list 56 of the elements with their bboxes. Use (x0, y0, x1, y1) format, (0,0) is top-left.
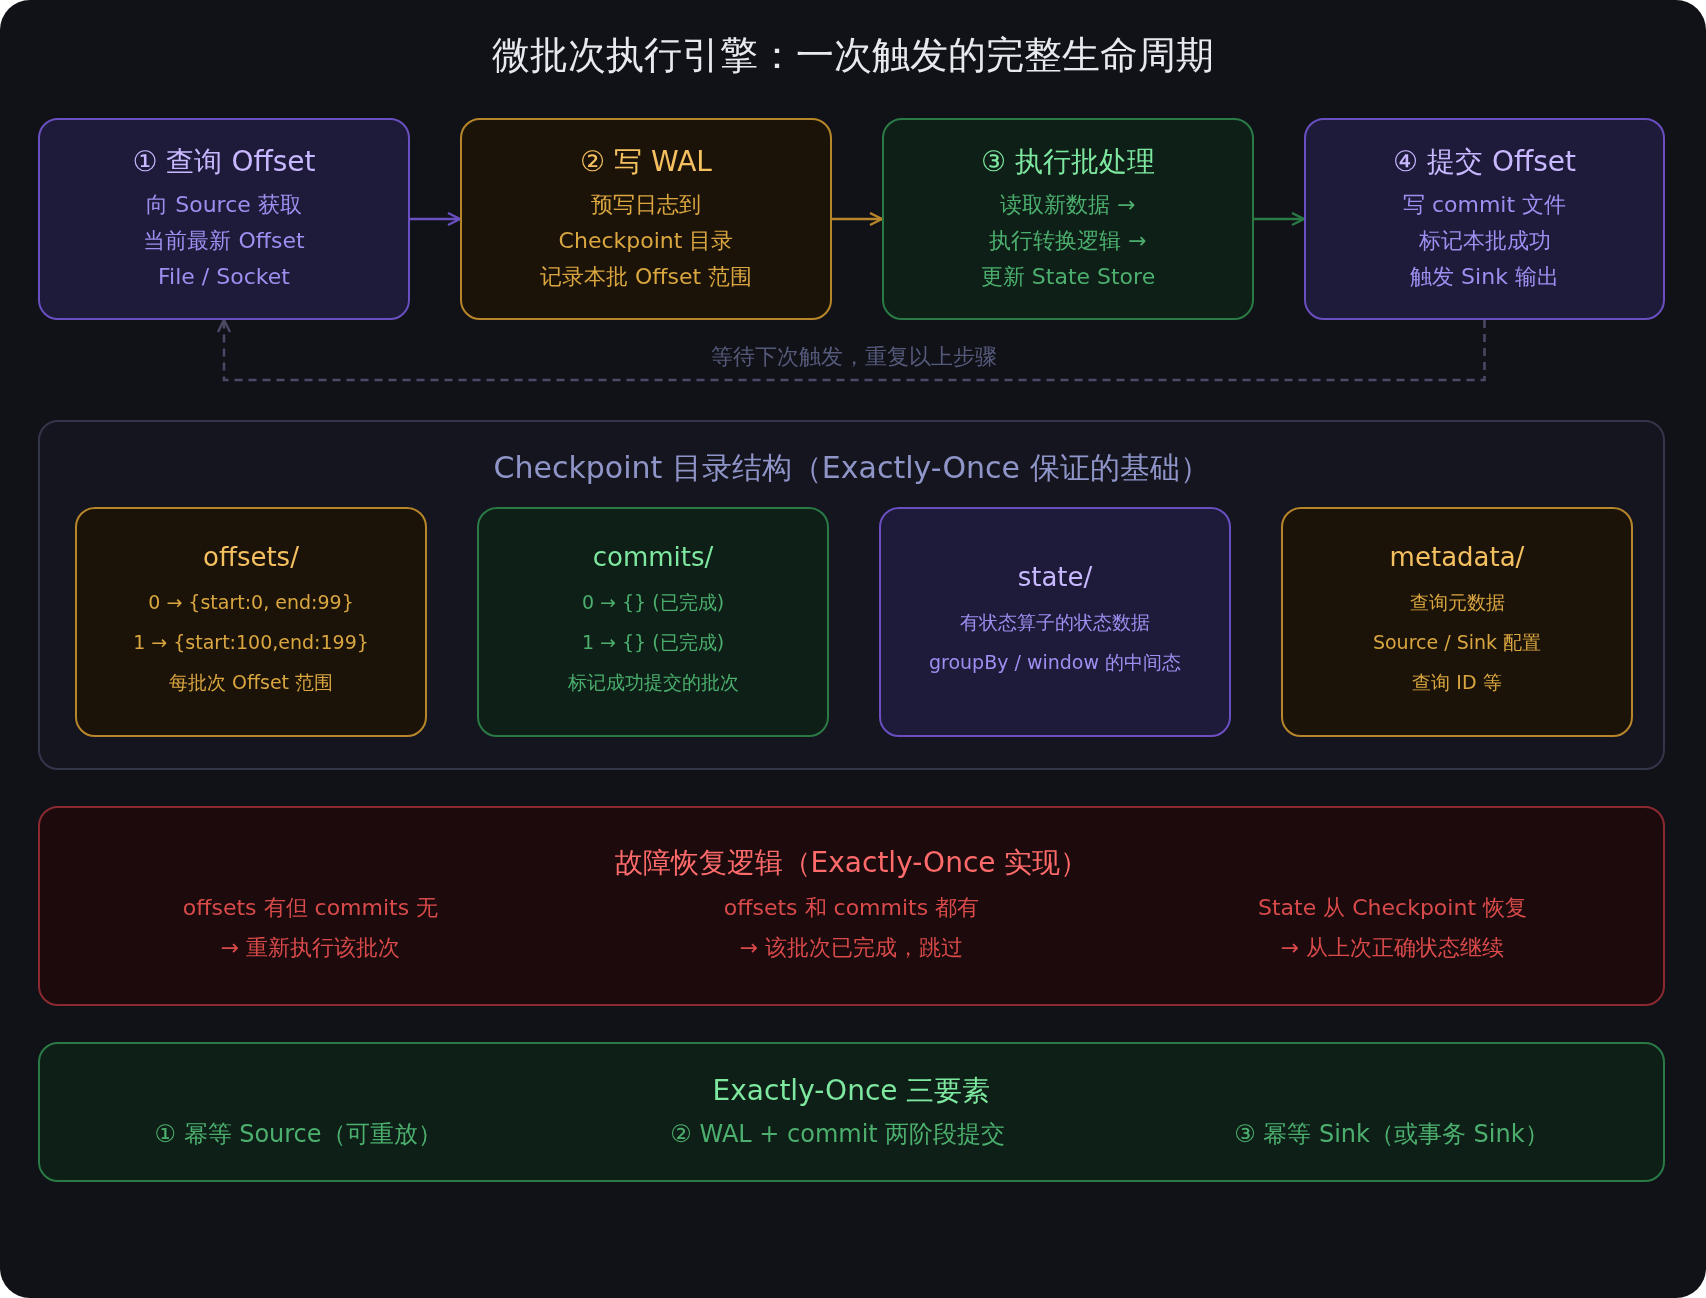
node-text: ③ 幂等 Sink（或事务 Sink） (1234, 1119, 1549, 1150)
node-text: Checkpoint 目录 (558, 227, 734, 255)
arrow (216, 318, 1486, 382)
node-title: ② 写 WAL (580, 144, 712, 180)
node-text: ① 幂等 Source（可重放） (154, 1119, 442, 1150)
node-title: ① 查询 Offset (132, 144, 316, 180)
node-text: 当前最新 Offset (143, 227, 305, 255)
node-text: 写 commit 文件 (1402, 191, 1567, 219)
folder-card (1281, 507, 1633, 737)
node-title: Checkpoint 目录结构（Exactly-Once 保证的基础） (493, 449, 1210, 487)
folder-card (879, 507, 1231, 737)
arrow (1254, 211, 1306, 227)
node-title: commits/ (592, 542, 714, 572)
arrow (832, 211, 884, 227)
node-text: offsets 有但 commits 无 → 重新执行该批次 (181, 894, 440, 962)
node-text: 记录本批 Offset 范围 (539, 263, 753, 291)
node-text: 向 Source 获取 (146, 191, 302, 219)
group-panel (38, 420, 1665, 770)
node-text: 读取新数据 → (1000, 191, 1136, 219)
node-text: 更新 State Store (980, 263, 1156, 291)
node-text: 执行转换逻辑 → (989, 227, 1147, 255)
node-text: 0 → {} (已完成) (581, 590, 725, 615)
node-text: Source / Sink 配置 (1372, 630, 1542, 655)
step-box (460, 118, 832, 320)
node-text: 标记本批成功 (1418, 227, 1551, 255)
step-box (1304, 118, 1665, 320)
node-text: 每批次 Offset 范围 (168, 670, 334, 695)
node-title: state/ (1017, 562, 1093, 592)
node-title: ④ 提交 Offset (1393, 144, 1576, 180)
node-text: 标记成功提交的批次 (567, 670, 739, 695)
node-text: 0 → {start:0, end:99} (148, 590, 354, 615)
node-text: 1 → {} (已完成) (581, 630, 725, 655)
note-panel (38, 1042, 1665, 1182)
node-title: metadata/ (1389, 542, 1525, 572)
node-text: 查询 ID 等 (1412, 670, 1502, 695)
folder-card (75, 507, 427, 737)
diagram-title: 微批次执行引擎：一次触发的完整生命周期 (491, 32, 1215, 79)
node-text: 1 → {start:100,end:199} (133, 630, 369, 655)
node-title: offsets/ (203, 542, 299, 572)
note-panel (38, 806, 1665, 1006)
node-text: ② WAL + commit 两阶段提交 (670, 1119, 1006, 1150)
node-text: File / Socket (158, 263, 290, 291)
node-text: 查询元数据 (1409, 590, 1505, 615)
step-box (882, 118, 1254, 320)
node-text: State 从 Checkpoint 恢复 → 从上次正确状态继续 (1257, 894, 1528, 962)
folder-card (477, 507, 829, 737)
node-title: ③ 执行批处理 (981, 144, 1155, 180)
node-text: 有状态算子的状态数据 (960, 610, 1150, 635)
node-text: offsets 和 commits 都有 → 该批次已完成，跳过 (722, 894, 981, 962)
node-title: 故障恢复逻辑（Exactly-Once 实现） (614, 845, 1089, 881)
step-box (38, 118, 410, 320)
node-title: Exactly-Once 三要素 (712, 1073, 991, 1109)
node-text: 触发 Sink 输出 (1410, 263, 1559, 291)
node-text: 预写日志到 (591, 191, 701, 219)
node-text: groupBy / window 的中间态 (928, 650, 1182, 675)
arrow (410, 211, 462, 227)
